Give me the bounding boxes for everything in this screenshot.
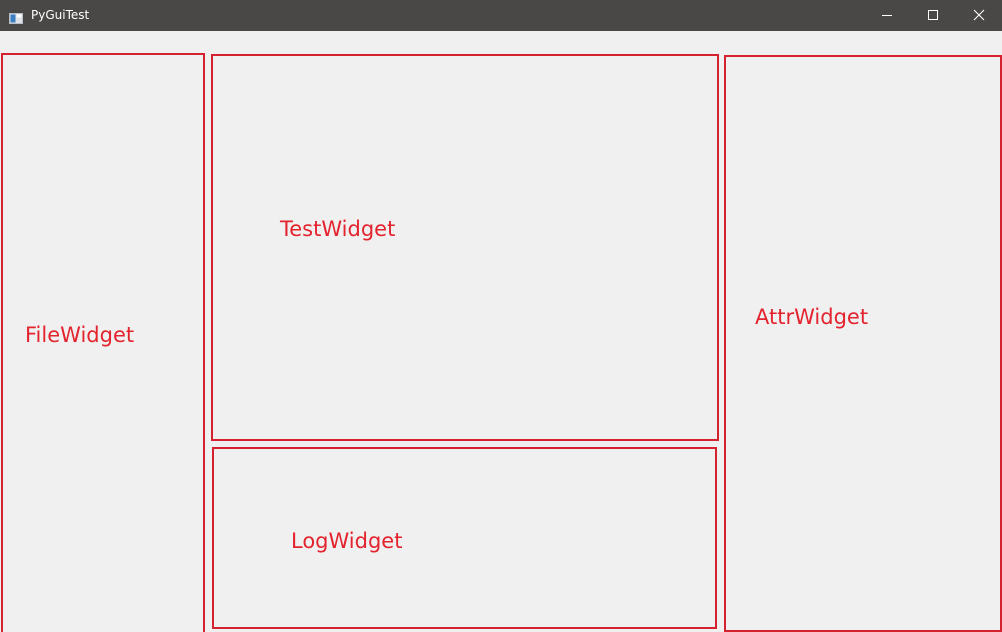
attr-widget-label: AttrWidget: [755, 305, 869, 329]
test-widget-label: TestWidget: [280, 217, 396, 241]
file-widget-panel[interactable]: FileWidget: [1, 53, 205, 632]
menu-strip: [0, 31, 1002, 53]
close-icon: [973, 6, 985, 25]
window-app-icon: [9, 9, 23, 24]
maximize-button[interactable]: [910, 0, 956, 31]
title-bar[interactable]: PyGuiTest: [0, 0, 1002, 31]
minimize-icon: [881, 6, 893, 25]
log-widget-label: LogWidget: [291, 529, 403, 553]
attr-widget-panel[interactable]: AttrWidget: [724, 55, 1002, 632]
log-widget-panel[interactable]: LogWidget: [212, 447, 717, 629]
close-button[interactable]: [956, 0, 1002, 31]
minimize-button[interactable]: [864, 0, 910, 31]
maximize-icon: [927, 6, 939, 25]
window-title: PyGuiTest: [31, 8, 90, 22]
file-widget-label: FileWidget: [25, 323, 135, 347]
test-widget-panel[interactable]: TestWidget: [211, 54, 719, 441]
